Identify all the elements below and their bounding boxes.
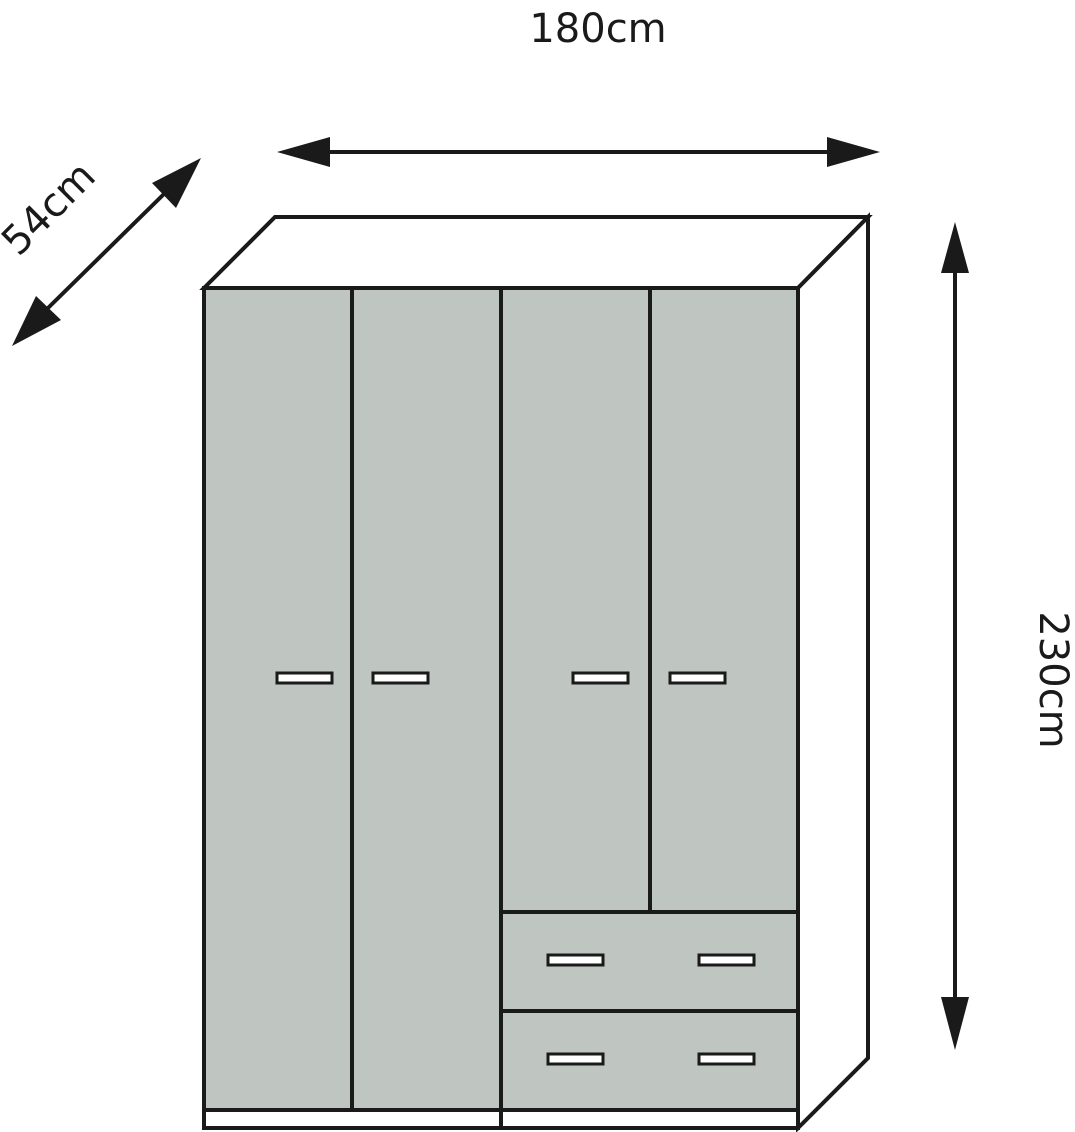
height-arrowhead-top [941, 222, 969, 273]
wardrobe-handles [275, 671, 756, 1066]
width-dimension-arrow [277, 137, 880, 167]
width-arrowhead-left [277, 137, 330, 167]
width-arrowhead-right [827, 137, 880, 167]
door-2 [350, 286, 503, 1112]
door-4-handle [668, 671, 727, 685]
wardrobe-drawers [499, 910, 800, 1112]
door-2-handle [371, 671, 430, 685]
drawer-2-handle-left [546, 1052, 605, 1066]
depth-dimension-arrow [12, 158, 201, 346]
wardrobe-top-face [199, 215, 873, 290]
door-1-handle [275, 671, 334, 685]
depth-arrowhead-lower [12, 296, 61, 346]
depth-label: 54cm [0, 153, 105, 265]
height-label: 230cm [1030, 611, 1075, 748]
wardrobe-side-face [796, 212, 870, 1132]
height-dimension-arrow [941, 222, 969, 1050]
door-3-handle [571, 671, 630, 685]
door-1 [202, 286, 354, 1112]
door-4 [648, 286, 800, 914]
drawer-1-handle-left [546, 953, 605, 967]
drawer-1-handle-right [697, 953, 756, 967]
width-label: 180cm [529, 6, 666, 52]
drawer-2-handle-right [697, 1052, 756, 1066]
door-3 [499, 286, 652, 914]
wardrobe-doors [202, 286, 800, 1112]
height-arrowhead-bottom [941, 997, 969, 1050]
wardrobe-plinth [202, 1108, 800, 1130]
depth-arrowhead-upper [152, 158, 201, 208]
